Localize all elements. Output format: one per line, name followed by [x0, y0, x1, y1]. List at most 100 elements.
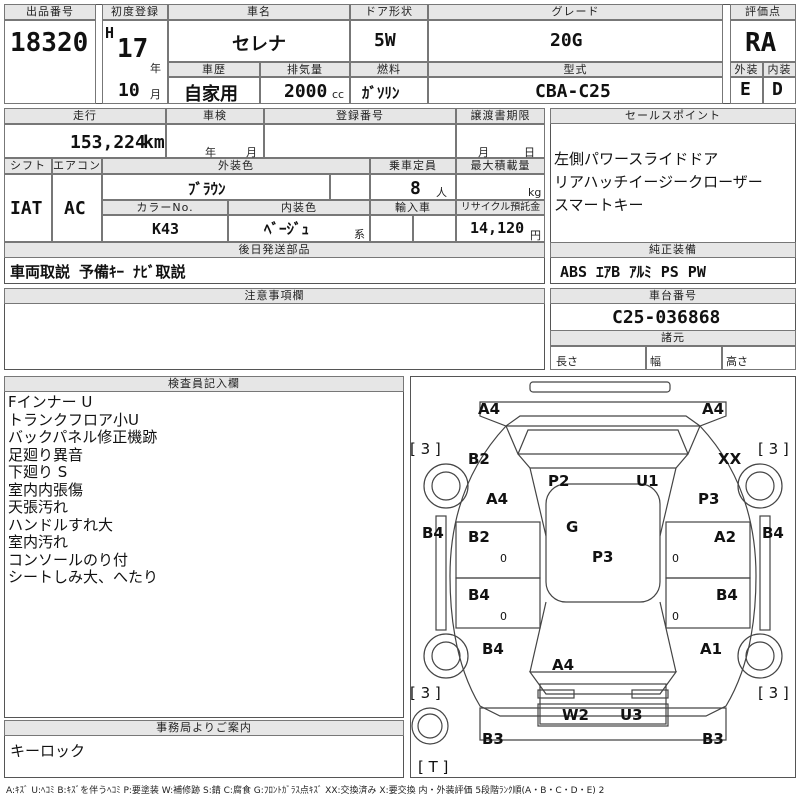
transfer-label: 譲渡書期限 — [456, 108, 545, 124]
int-cell — [763, 77, 796, 104]
sales-points: 左側パワースライドドア リアハッチイージークローザー スマートキー — [554, 148, 763, 217]
fuel-cell — [350, 77, 428, 104]
insp-year-unit: 年 — [205, 146, 216, 159]
mark-a2: A2 — [714, 528, 736, 546]
car-name: セレナ — [232, 34, 286, 55]
spec-height: 高さ — [726, 355, 748, 368]
mark-b3-r: B3 — [702, 730, 724, 748]
sales-label: セールスポイント — [550, 108, 796, 124]
tire-rr — [737, 633, 783, 679]
rear-panel — [537, 703, 669, 727]
inspector-line: Fインナー U — [8, 393, 93, 411]
tire-fr — [737, 463, 783, 509]
spec-height-cell — [722, 346, 796, 370]
tire-fl — [423, 463, 469, 509]
regno-label: 登録番号 — [264, 108, 456, 124]
load-unit: kg — [528, 186, 542, 199]
ac-label: エアコン — [52, 158, 102, 174]
mark-left-tire-bot: [ 3 ] — [410, 684, 441, 702]
notes-label: 注意事項欄 — [4, 288, 545, 304]
mark-a4-rear: A4 — [552, 656, 574, 674]
inspection-label: 車検 — [166, 108, 264, 124]
door-label: ドア形状 — [350, 4, 428, 20]
exterior-color: ﾌﾞﾗｳﾝ — [188, 180, 226, 198]
tire-rl-inner — [431, 641, 461, 671]
int-grade: D — [772, 79, 783, 100]
name-cell — [168, 20, 350, 62]
mark-b4-rear-l: B4 — [482, 640, 504, 658]
inspector-line: シートしみ大、へたり — [8, 568, 159, 586]
inspection-cell — [166, 124, 264, 158]
roof-front — [529, 467, 677, 537]
legend: A:ｷｽﾞ U:ﾍｺﾐ B:ｷｽﾞを伴うﾍｺﾐ P:要塗装 W:補修跡 S:錆 … — [6, 786, 605, 796]
color-extra-cell — [330, 174, 370, 200]
tire-fl-inner — [431, 471, 461, 501]
reg-month: 10 — [118, 80, 140, 101]
name-label: 車名 — [168, 4, 350, 20]
ext-cell — [730, 77, 763, 104]
mark-zero4: 0 — [672, 610, 679, 623]
fuel: ｶﾞｿﾘﾝ — [362, 84, 400, 102]
office-text: キーロック — [10, 742, 86, 760]
mark-zero2: 0 — [672, 552, 679, 565]
hood — [505, 415, 701, 455]
int-label: 内装 — [763, 62, 796, 77]
mark-b2-left: B2 — [468, 450, 490, 468]
tire-rl — [423, 633, 469, 679]
ext-label: 外装 — [730, 62, 763, 77]
mark-a1: A1 — [700, 640, 722, 658]
grade: 20G — [550, 30, 583, 51]
rear-bumper — [479, 707, 727, 741]
mileage-cell — [4, 124, 166, 158]
car-diagram: A4 A4 [ 3 ] [ 3 ] B2 XX P2 U1 A4 P3 G B4… — [410, 381, 789, 776]
chassis-label: 車台番号 — [550, 288, 796, 304]
transfer-cell — [456, 124, 545, 158]
color-cell — [102, 174, 330, 200]
spec-width: 幅 — [650, 355, 661, 368]
tire-fr-inner — [745, 471, 775, 501]
shift-label: シフト — [4, 158, 52, 174]
lot-cell — [4, 20, 96, 104]
windshield — [517, 429, 689, 469]
diagram-block — [410, 376, 796, 778]
rear-lamp-left — [537, 689, 575, 699]
recycle-fee: 14,120 — [470, 219, 525, 237]
mark-spare: [ T ] — [418, 758, 448, 776]
score-cell — [730, 20, 796, 62]
era: H — [105, 24, 115, 42]
mark-fr-top: A4 — [702, 400, 724, 418]
fuel-label: 燃料 — [350, 62, 428, 77]
rear-lamp-right — [631, 689, 669, 699]
mark-a4-left: A4 — [486, 490, 508, 508]
lot-label: 出品番号 — [4, 4, 96, 20]
right-front-door — [665, 521, 751, 579]
body-outline — [449, 425, 757, 717]
capacity: 8 — [410, 178, 421, 199]
inspector-line: コンソールのり付 — [8, 550, 129, 569]
grade-label: グレード — [428, 4, 723, 20]
inspector-line: 室内汚れ — [8, 533, 69, 551]
sales-line: スマートキー — [554, 196, 644, 214]
mark-u3: U3 — [620, 706, 643, 724]
inspector-notes: Fインナー U トランクフロア小U バックパネル修正機跡 足廻り異音 下廻り S… — [8, 393, 159, 587]
insp-month-unit: 月 — [246, 146, 257, 159]
year-unit: 年 — [150, 62, 161, 75]
load-label: 最大積載量 — [456, 158, 545, 174]
reg-label: 初度登録 — [102, 4, 168, 20]
mark-u1: U1 — [636, 472, 659, 490]
later-parts: 車両取説 予備ｷｰ ﾅﾋﾞ取説 — [10, 263, 186, 281]
reg-year: 17 — [117, 34, 149, 64]
disp-cell — [260, 77, 350, 104]
recycle-unit: 円 — [530, 229, 541, 242]
model-cell — [428, 77, 723, 104]
model-label: 型式 — [428, 62, 723, 77]
mark-right-tire-top: [ 3 ] — [758, 440, 789, 458]
office-label: 事務局よりご案内 — [4, 720, 404, 736]
history: 自家用 — [184, 84, 238, 105]
month-unit: 月 — [150, 88, 161, 101]
mark-w2: W2 — [562, 706, 589, 724]
inspector-line: 下廻り S — [8, 463, 68, 481]
door-type: 5W — [374, 30, 396, 51]
mark-zero1: 0 — [500, 552, 507, 565]
disp-unit: cc — [332, 88, 345, 101]
